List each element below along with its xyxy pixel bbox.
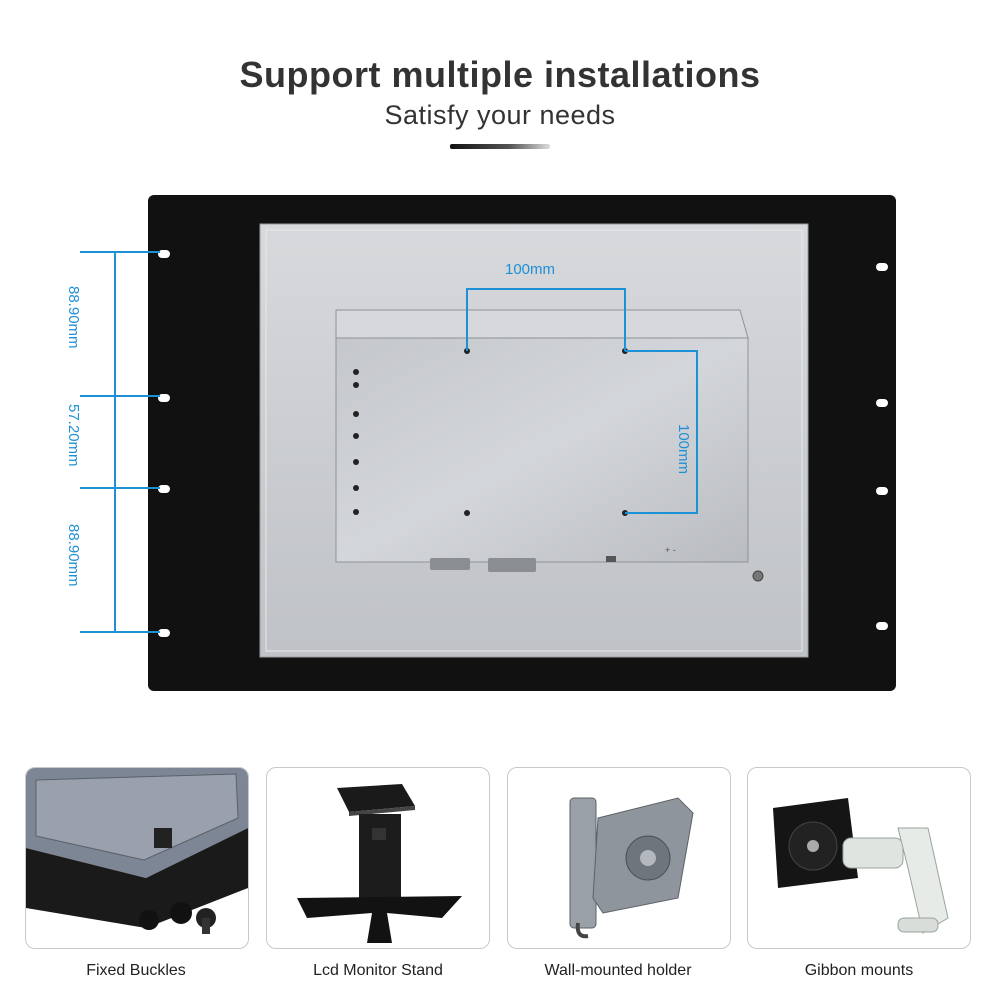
option-card-gibbon-mounts	[747, 767, 971, 949]
option-caption-gibbon-mounts: Gibbon mounts	[804, 962, 914, 979]
rack-spacing-middle-label: 57.20mm	[65, 404, 82, 467]
monitor-stand-image	[297, 784, 462, 943]
svg-text:+ -: + -	[665, 545, 676, 555]
rack-holes-left	[158, 250, 170, 637]
rack-spacing-bottom-label: 88.90mm	[65, 524, 82, 587]
monitor-chassis	[335, 337, 749, 563]
rack-mount-monitor-figure: + -	[80, 195, 896, 691]
rack-holes-right	[876, 263, 888, 630]
page-subtitle: Satisfy your needs	[384, 100, 616, 130]
side-buttons	[353, 369, 359, 515]
rack-spacing-top-label: 88.90mm	[65, 286, 82, 349]
option-caption-fixed-buckles: Fixed Buckles	[86, 962, 186, 979]
wall-mount-image	[569, 797, 694, 939]
monitor-chassis-top	[335, 309, 749, 339]
dimension-lines	[80, 251, 698, 633]
option-card-wall-mounted-holder	[507, 767, 731, 949]
fixed-buckles-image	[26, 768, 248, 934]
option-caption-lcd-monitor-stand: Lcd Monitor Stand	[313, 962, 443, 979]
horizontal-dimension-label: 100mm	[505, 261, 556, 278]
connectors	[430, 556, 616, 572]
option-card-lcd-monitor-stand	[266, 767, 490, 949]
option-card-fixed-buckles	[25, 767, 249, 949]
page-title: Support multiple installations	[239, 54, 761, 95]
gibbon-mount-image	[773, 798, 949, 934]
option-caption-wall-mounted-holder: Wall-mounted holder	[544, 962, 692, 979]
title-underline	[450, 144, 550, 149]
vertical-dimension-label: 100mm	[675, 424, 692, 475]
